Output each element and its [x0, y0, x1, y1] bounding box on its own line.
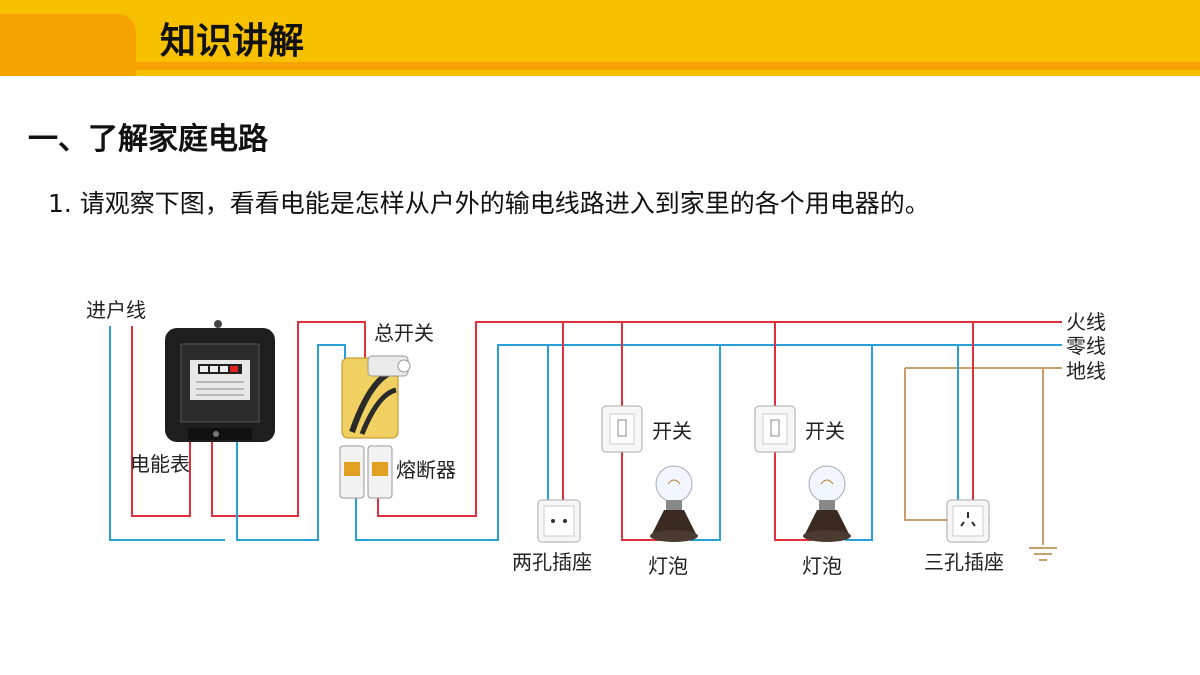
house-neutral-wire — [355, 344, 1062, 541]
label-bulb-2: 灯泡 — [802, 554, 842, 578]
question-text: 1. 请观察下图，看看电能是怎样从户外的输电线路进入到家里的各个用电器的。 — [48, 189, 930, 218]
switch-2-icon — [754, 405, 796, 453]
switch-1-icon — [601, 405, 643, 453]
meter-neutral-out — [236, 344, 346, 541]
label-bulb-1: 灯泡 — [648, 554, 688, 578]
label-live-wire: 火线 — [1066, 310, 1106, 334]
ground-symbol-icon — [1029, 547, 1057, 561]
section-heading: 一、了解家庭电路 — [28, 122, 268, 157]
bulb-1-icon — [650, 465, 698, 542]
service-neutral-wire — [109, 326, 225, 541]
three-hole-socket-icon — [946, 499, 990, 543]
main-switch-icon — [341, 355, 411, 439]
service-live-wire — [131, 326, 191, 517]
label-main-switch: 总开关 — [374, 321, 434, 345]
lamp1-neutral-branch — [690, 345, 721, 541]
label-service-line: 进户线 — [86, 298, 146, 322]
label-two-hole-socket: 两孔插座 — [512, 550, 592, 574]
label-meter: 电能表 — [130, 452, 190, 476]
bulb-2-icon — [803, 465, 851, 542]
label-three-hole-socket: 三孔插座 — [924, 550, 1004, 574]
fuse-icon — [339, 445, 393, 499]
header-stripe — [0, 62, 1200, 70]
lamp1-switched-live — [621, 452, 660, 541]
house-live-wire — [377, 321, 1062, 517]
label-fuse: 熔断器 — [396, 458, 456, 482]
label-neutral-wire: 零线 — [1066, 334, 1106, 358]
socket3-ground-link — [904, 368, 990, 521]
label-switch-1: 开关 — [652, 419, 692, 443]
energy-meter-icon — [165, 320, 275, 442]
header-tab — [0, 14, 136, 76]
label-ground-wire: 地线 — [1066, 359, 1106, 383]
two-hole-socket-icon — [537, 499, 581, 543]
lamp2-neutral-branch — [845, 345, 873, 541]
label-switch-2: 开关 — [805, 419, 845, 443]
meter-live-out — [211, 321, 366, 517]
page-title: 知识讲解 — [160, 21, 305, 62]
lamp2-switched-live — [774, 452, 812, 541]
